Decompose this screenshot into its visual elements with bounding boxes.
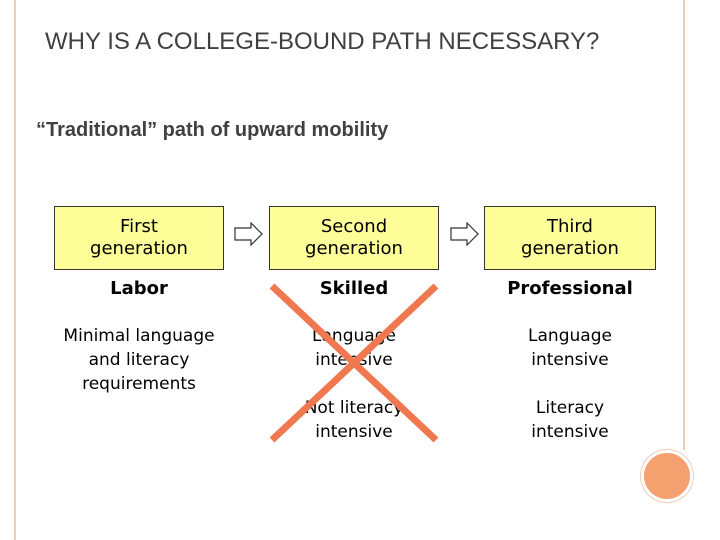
decorative-circle: [641, 450, 693, 502]
box-second-generation: Second generation: [269, 206, 439, 270]
slide-subtitle: “Traditional” path of upward mobility: [36, 119, 389, 141]
type-second: Skilled: [319, 278, 389, 299]
frame-left-line: [14, 0, 16, 540]
arrow-right-icon: [450, 222, 479, 246]
language-third: Language intensive: [528, 326, 612, 370]
language-first: Minimal language and literacy requiremen…: [63, 326, 215, 394]
box-label: First generation: [90, 216, 188, 259]
arrow-right-icon: [234, 222, 263, 246]
type-first: Labor: [110, 278, 168, 299]
literacy-third: Literacy intensive: [531, 398, 609, 442]
box-third-generation: Third generation: [484, 206, 656, 270]
box-label: Second generation: [305, 216, 403, 259]
frame-right-line: [683, 0, 685, 450]
literacy-second: Not literacy intensive: [304, 398, 404, 442]
box-first-generation: First generation: [54, 206, 224, 270]
box-label: Third generation: [521, 216, 619, 259]
slide-title: WHY IS A COLLEGE-BOUND PATH NECESSARY?: [45, 28, 600, 55]
cross-out-mark: [269, 283, 439, 443]
type-third: Professional: [507, 278, 633, 299]
